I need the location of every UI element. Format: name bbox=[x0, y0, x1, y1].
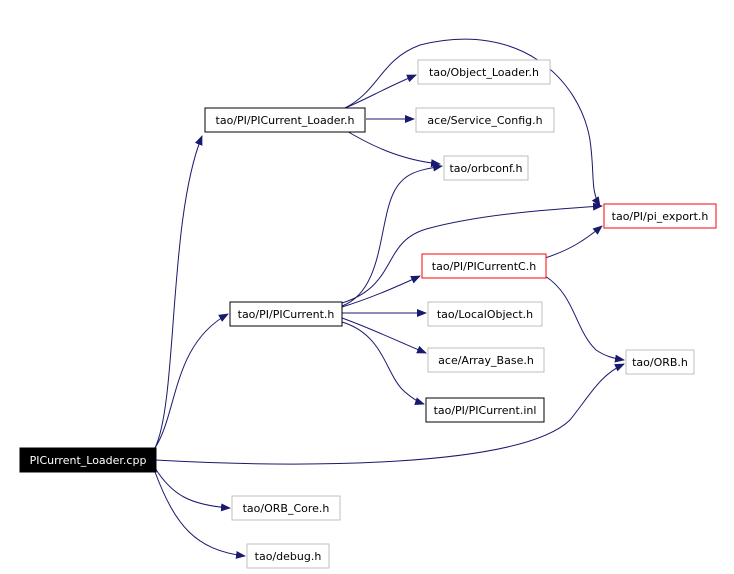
node-label: tao/PI/PICurrent.h bbox=[238, 308, 335, 321]
node-box bbox=[421, 253, 547, 279]
node-box bbox=[443, 155, 529, 181]
edge-picurrentc-h-to-orb-h bbox=[544, 275, 625, 363]
node-localobject[interactable]: tao/LocalObject.h bbox=[427, 301, 543, 327]
node-box bbox=[231, 495, 341, 521]
edge-picurrent-h-to-pi-export-h bbox=[341, 202, 603, 304]
edge-root-to-orb-core-h bbox=[154, 467, 231, 512]
node-label: tao/Object_Loader.h bbox=[429, 66, 539, 79]
node-object-loader[interactable]: tao/Object_Loader.h bbox=[417, 59, 551, 85]
node-pi-export[interactable]: tao/PI/pi_export.h bbox=[603, 203, 717, 229]
node-box bbox=[603, 203, 717, 229]
node-box bbox=[19, 447, 157, 473]
edge-picurrentc-h-to-pi-export-h bbox=[544, 225, 603, 259]
node-box bbox=[417, 59, 551, 85]
node-debug[interactable]: tao/debug.h bbox=[246, 543, 330, 569]
edge-picurrent-h-to-orbconf-h bbox=[341, 163, 443, 307]
node-label: tao/PI/pi_export.h bbox=[612, 210, 709, 223]
node-box bbox=[425, 397, 545, 423]
node-box bbox=[625, 349, 695, 375]
node-label: tao/debug.h bbox=[255, 550, 322, 563]
edge-loader-h-to-orbconf-h bbox=[344, 129, 441, 168]
node-label: tao/ORB.h bbox=[632, 356, 688, 369]
node-loader-h[interactable]: tao/PI/PICurrent_Loader.h bbox=[204, 107, 366, 133]
edge-root-to-picurrent-loader-h bbox=[154, 135, 203, 449]
node-picurrentc[interactable]: tao/PI/PICurrentC.h bbox=[421, 253, 547, 279]
node-box bbox=[415, 107, 555, 133]
node-picurrent-h[interactable]: tao/PI/PICurrent.h bbox=[229, 301, 343, 327]
node-label: tao/ORB_Core.h bbox=[243, 502, 330, 515]
node-label: tao/LocalObject.h bbox=[437, 308, 533, 321]
node-root[interactable]: PICurrent_Loader.cpp bbox=[19, 447, 157, 473]
node-array-base[interactable]: ace/Array_Base.h bbox=[427, 347, 545, 373]
edge-picurrent-h-to-picurrent-inl bbox=[341, 321, 425, 405]
node-label: ace/Service_Config.h bbox=[427, 114, 542, 127]
node-label: tao/orbconf.h bbox=[449, 162, 522, 175]
node-label: ace/Array_Base.h bbox=[438, 354, 534, 367]
node-picurrent-inl[interactable]: tao/PI/PICurrent.inl bbox=[425, 397, 545, 423]
node-orb-core[interactable]: tao/ORB_Core.h bbox=[231, 495, 341, 521]
node-box bbox=[427, 347, 545, 373]
node-orb[interactable]: tao/ORB.h bbox=[625, 349, 695, 375]
node-label: tao/PI/PICurrent.inl bbox=[434, 404, 537, 417]
edge-root-to-picurrent-h bbox=[154, 313, 229, 449]
edge-picurrent-h-to-array-base-h bbox=[341, 317, 427, 354]
node-label: tao/PI/PICurrent_Loader.h bbox=[216, 114, 355, 127]
edge-picurrent-h-to-picurrentc-h bbox=[341, 275, 421, 308]
node-service-config[interactable]: ace/Service_Config.h bbox=[415, 107, 555, 133]
node-box bbox=[229, 301, 343, 327]
edge-loader-h-to-pi-export-h bbox=[344, 38, 601, 207]
edge-root-to-debug-h bbox=[154, 471, 246, 559]
edge-loader-h-to-object-loader-h bbox=[344, 74, 417, 109]
edge-root-to-orb-h bbox=[154, 363, 625, 465]
node-label: PICurrent_Loader.cpp bbox=[30, 454, 147, 467]
node-orbconf[interactable]: tao/orbconf.h bbox=[443, 155, 529, 181]
node-box bbox=[246, 543, 330, 569]
node-label: tao/PI/PICurrentC.h bbox=[432, 260, 536, 273]
node-box bbox=[204, 107, 366, 133]
node-box bbox=[427, 301, 543, 327]
